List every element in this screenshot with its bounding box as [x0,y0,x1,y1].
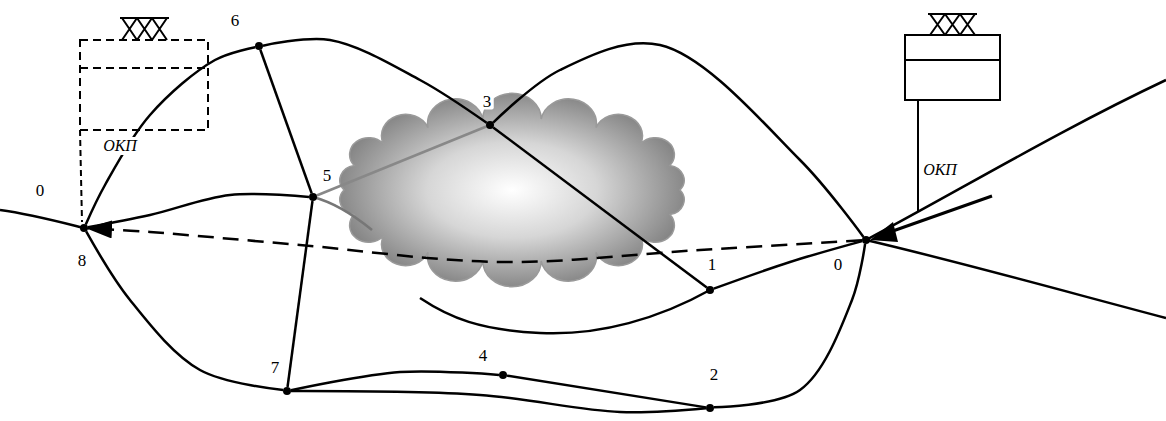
command-post-box [905,35,1000,100]
road [288,201,313,387]
route-point: 3 [486,121,494,129]
point-number: 8 [76,252,89,269]
command-post-label: ОКП [101,137,139,155]
obstacle-cloud [340,93,684,286]
echelon-symbol [928,14,977,35]
planned-command-post-box [80,40,208,130]
road [291,371,499,390]
road [86,231,283,390]
road [263,39,487,123]
road-stub [313,197,372,230]
road [493,43,863,237]
route-point: 4 [499,371,507,379]
echelon-symbol [120,18,169,40]
route-point: 2 [706,404,714,412]
route-point: 6 [255,42,263,50]
road [0,210,84,228]
command-post-staff [917,100,919,211]
point-number: 2 [708,366,721,383]
road [866,80,1166,240]
route-point: 7 [283,387,291,395]
point-number: 5 [321,167,334,184]
movement-arrowhead [870,222,898,242]
point-number: 7 [269,359,282,376]
route-point: 5 [309,193,317,201]
point-number: 0 [832,256,845,273]
road [88,194,309,227]
point-number: 0 [34,181,47,200]
road [291,391,706,412]
road [260,50,311,193]
road [714,244,865,407]
point-number: 4 [477,347,490,364]
road [86,47,255,224]
command-post-divider [905,59,1000,61]
route-point: 1 [706,286,714,294]
planned-command-post-divider [80,67,208,69]
road [866,240,1166,318]
road [714,241,862,289]
route-point: 8 [80,224,88,232]
road [507,376,706,408]
road [420,290,710,333]
planned-command-post-staff [80,130,82,222]
movement-route [88,228,862,262]
road [493,127,707,287]
point-number: 3 [481,93,494,110]
route-point: 0 [862,236,870,244]
command-post-label: ОКП [921,161,959,179]
point-number: 6 [229,12,242,29]
road [317,127,487,196]
movement-arrow [890,196,992,232]
point-number: 1 [706,256,719,273]
